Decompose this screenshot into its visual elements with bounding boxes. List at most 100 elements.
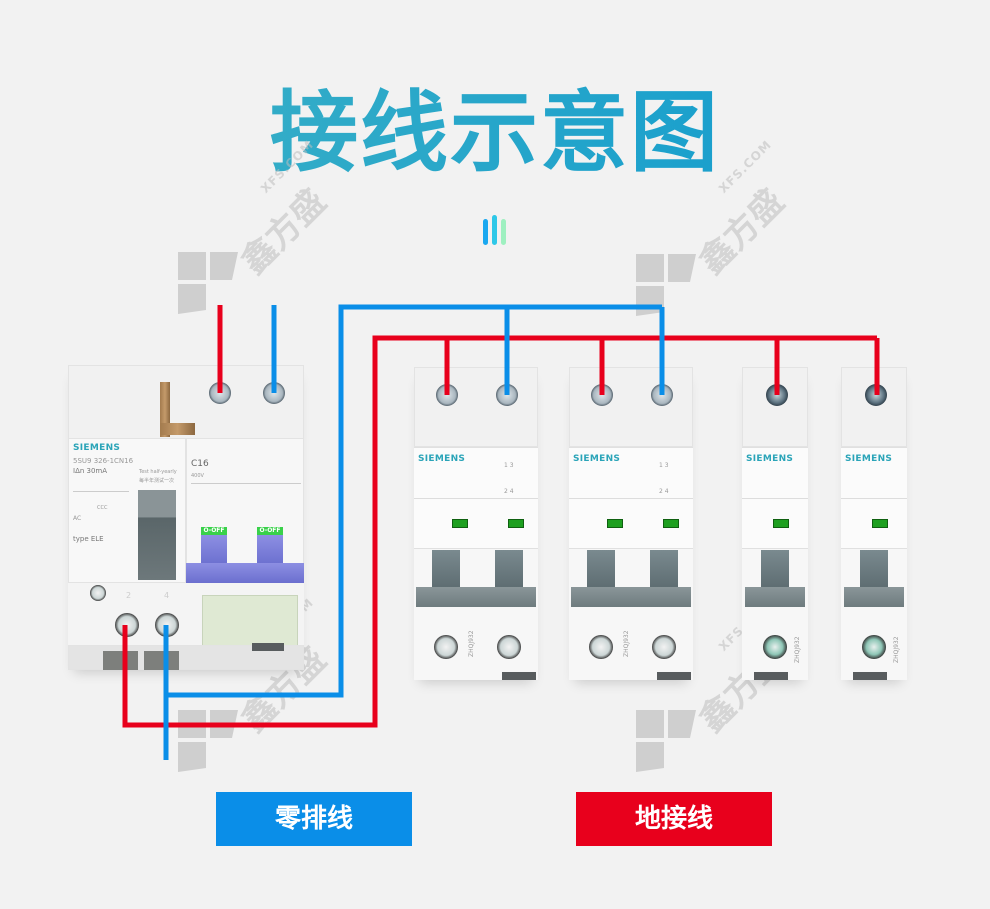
rcd-brand: SIEMENS (73, 443, 121, 453)
pole-numbers-bottom: 2 4 (659, 488, 669, 495)
mcb-2p-breaker-2: SIEMENS 1 3 2 4 ZHQJ932 (569, 367, 693, 680)
side-code: ZHQJ932 (623, 630, 630, 657)
watermark-logo-icon (178, 710, 238, 772)
din-clip (754, 672, 788, 680)
mcb-brand: SIEMENS (746, 454, 794, 464)
mcb-brand: SIEMENS (845, 454, 893, 464)
mcb-brand: SIEMENS (418, 454, 466, 464)
bottom-terminal-screw[interactable] (862, 635, 886, 659)
mcb-handle[interactable] (860, 550, 888, 590)
rcd-ac-label: AC (73, 515, 82, 522)
divider (414, 498, 538, 499)
side-code: ZHQJ932 (468, 630, 475, 657)
legend-earth: 地接线 (576, 792, 772, 846)
rcd-type-label: type ELE (73, 535, 104, 543)
rcd-test-note-cn: 每半年测试一次 (139, 478, 175, 484)
mcb-handle-1[interactable] (201, 535, 227, 565)
decor-bar-3 (501, 219, 506, 245)
watermark-logo-icon (636, 710, 696, 772)
mcb-handle-bar[interactable] (844, 587, 904, 607)
din-clip-2 (144, 651, 179, 670)
top-terminal-screw-2[interactable] (496, 384, 518, 406)
top-terminal-screw-1[interactable] (591, 384, 613, 406)
watermark-logo-icon (178, 252, 238, 314)
mcb-top-housing (569, 367, 693, 447)
mcb-handle-2[interactable] (257, 535, 283, 565)
bottom-terminal-screw-1[interactable] (115, 613, 139, 637)
bottom-terminal-screw-1[interactable] (434, 635, 458, 659)
page-title: 接线示意图 (0, 78, 990, 188)
divider (569, 498, 693, 499)
rcd-toggle-handle[interactable] (138, 490, 176, 580)
mcb-handle-bar[interactable] (571, 587, 691, 607)
top-terminal-screw-1[interactable] (209, 382, 231, 404)
mcb-top-housing (414, 367, 538, 447)
mcb-handle-bar[interactable] (416, 587, 536, 607)
rcd-sensitivity: IΔn 30mA (73, 467, 108, 475)
status-indicator (872, 519, 888, 528)
top-terminal-screw-2[interactable] (263, 382, 285, 404)
terminal-number-2: 2 (126, 591, 132, 600)
bottom-terminal-screw-2[interactable] (652, 635, 676, 659)
mcb-handle-1[interactable] (432, 550, 460, 590)
mcb-label-panel: SIEMENS 1 3 2 4 (569, 447, 693, 549)
small-test-screw (90, 585, 106, 601)
off-indicator-2: O-OFF (257, 527, 283, 535)
din-clip (853, 672, 887, 680)
rcbo-main-breaker: SIEMENS 5SU9 326-1CN16 IΔn 30mA Test hal… (68, 365, 304, 670)
decor-bar-1 (483, 219, 488, 245)
legend-neutral-label: 零排线 (274, 804, 353, 834)
mcb-1p-breaker-1: SIEMENS ZHQJ932 (742, 367, 808, 680)
din-clip (657, 672, 691, 680)
din-clip-3 (252, 643, 284, 651)
mcb-top-housing (841, 367, 907, 447)
top-terminal-screw-2[interactable] (651, 384, 673, 406)
status-indicator (773, 519, 789, 528)
rcd-model: 5SU9 326-1CN16 (73, 457, 134, 465)
bottom-terminal-screw[interactable] (763, 635, 787, 659)
divider (73, 491, 129, 492)
side-code: ZHQJ932 (794, 636, 801, 663)
mcb-rating: C16 (191, 459, 209, 469)
mcb-label-panel: SIEMENS (841, 447, 907, 549)
mcb-label-panel: SIEMENS 1 3 2 4 (414, 447, 538, 549)
pole-numbers-top: 1 3 (504, 462, 514, 469)
status-indicator-2 (508, 519, 524, 528)
label-window (202, 595, 298, 647)
watermark-brand: 鑫方盛 (233, 181, 335, 282)
divider (191, 483, 301, 484)
bottom-terminal-screw-2[interactable] (155, 613, 179, 637)
din-clip (502, 672, 536, 680)
terminal-number-4: 4 (164, 591, 170, 600)
mcb-handle-1[interactable] (587, 550, 615, 590)
status-indicator-1 (452, 519, 468, 528)
watermark-logo-icon (636, 254, 696, 316)
mcb-handle-bar[interactable] (745, 587, 805, 607)
bottom-terminal-screw-1[interactable] (589, 635, 613, 659)
mcb-label-panel: SIEMENS (742, 447, 808, 549)
rcd-cert-label: CCC (97, 505, 108, 511)
mcb-top-housing (742, 367, 808, 447)
mcb-handle[interactable] (761, 550, 789, 590)
bottom-terminal-screw-2[interactable] (497, 635, 521, 659)
status-indicator-1 (607, 519, 623, 528)
mcb-handle-2[interactable] (495, 550, 523, 590)
top-terminal-screw-1[interactable] (436, 384, 458, 406)
mcb-handle-bar[interactable] (186, 563, 304, 583)
top-terminal-screw[interactable] (766, 384, 788, 406)
mcb-2p-breaker-1: SIEMENS 1 3 2 4 ZHQJ932 (414, 367, 538, 680)
status-indicator-2 (663, 519, 679, 528)
copper-busbar-foot (160, 423, 195, 435)
mcb-handle-2[interactable] (650, 550, 678, 590)
legend-earth-label: 地接线 (634, 804, 713, 834)
decor-bar-2 (492, 215, 497, 245)
top-terminal-screw[interactable] (865, 384, 887, 406)
rcd-test-note: Test half-yearly (139, 469, 177, 475)
side-code: ZHQJ932 (893, 636, 900, 663)
off-indicator-1: O-OFF (201, 527, 227, 535)
watermark-brand: 鑫方盛 (691, 181, 793, 282)
mcb-voltage: 400V (191, 473, 204, 479)
divider (841, 498, 907, 499)
pole-numbers-bottom: 2 4 (504, 488, 514, 495)
divider (742, 498, 808, 499)
